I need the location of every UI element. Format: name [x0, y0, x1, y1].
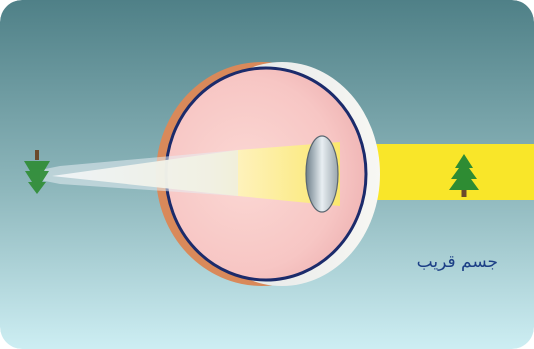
object-label: جسم قريب: [388, 252, 498, 272]
crystalline-lens: [306, 136, 338, 212]
